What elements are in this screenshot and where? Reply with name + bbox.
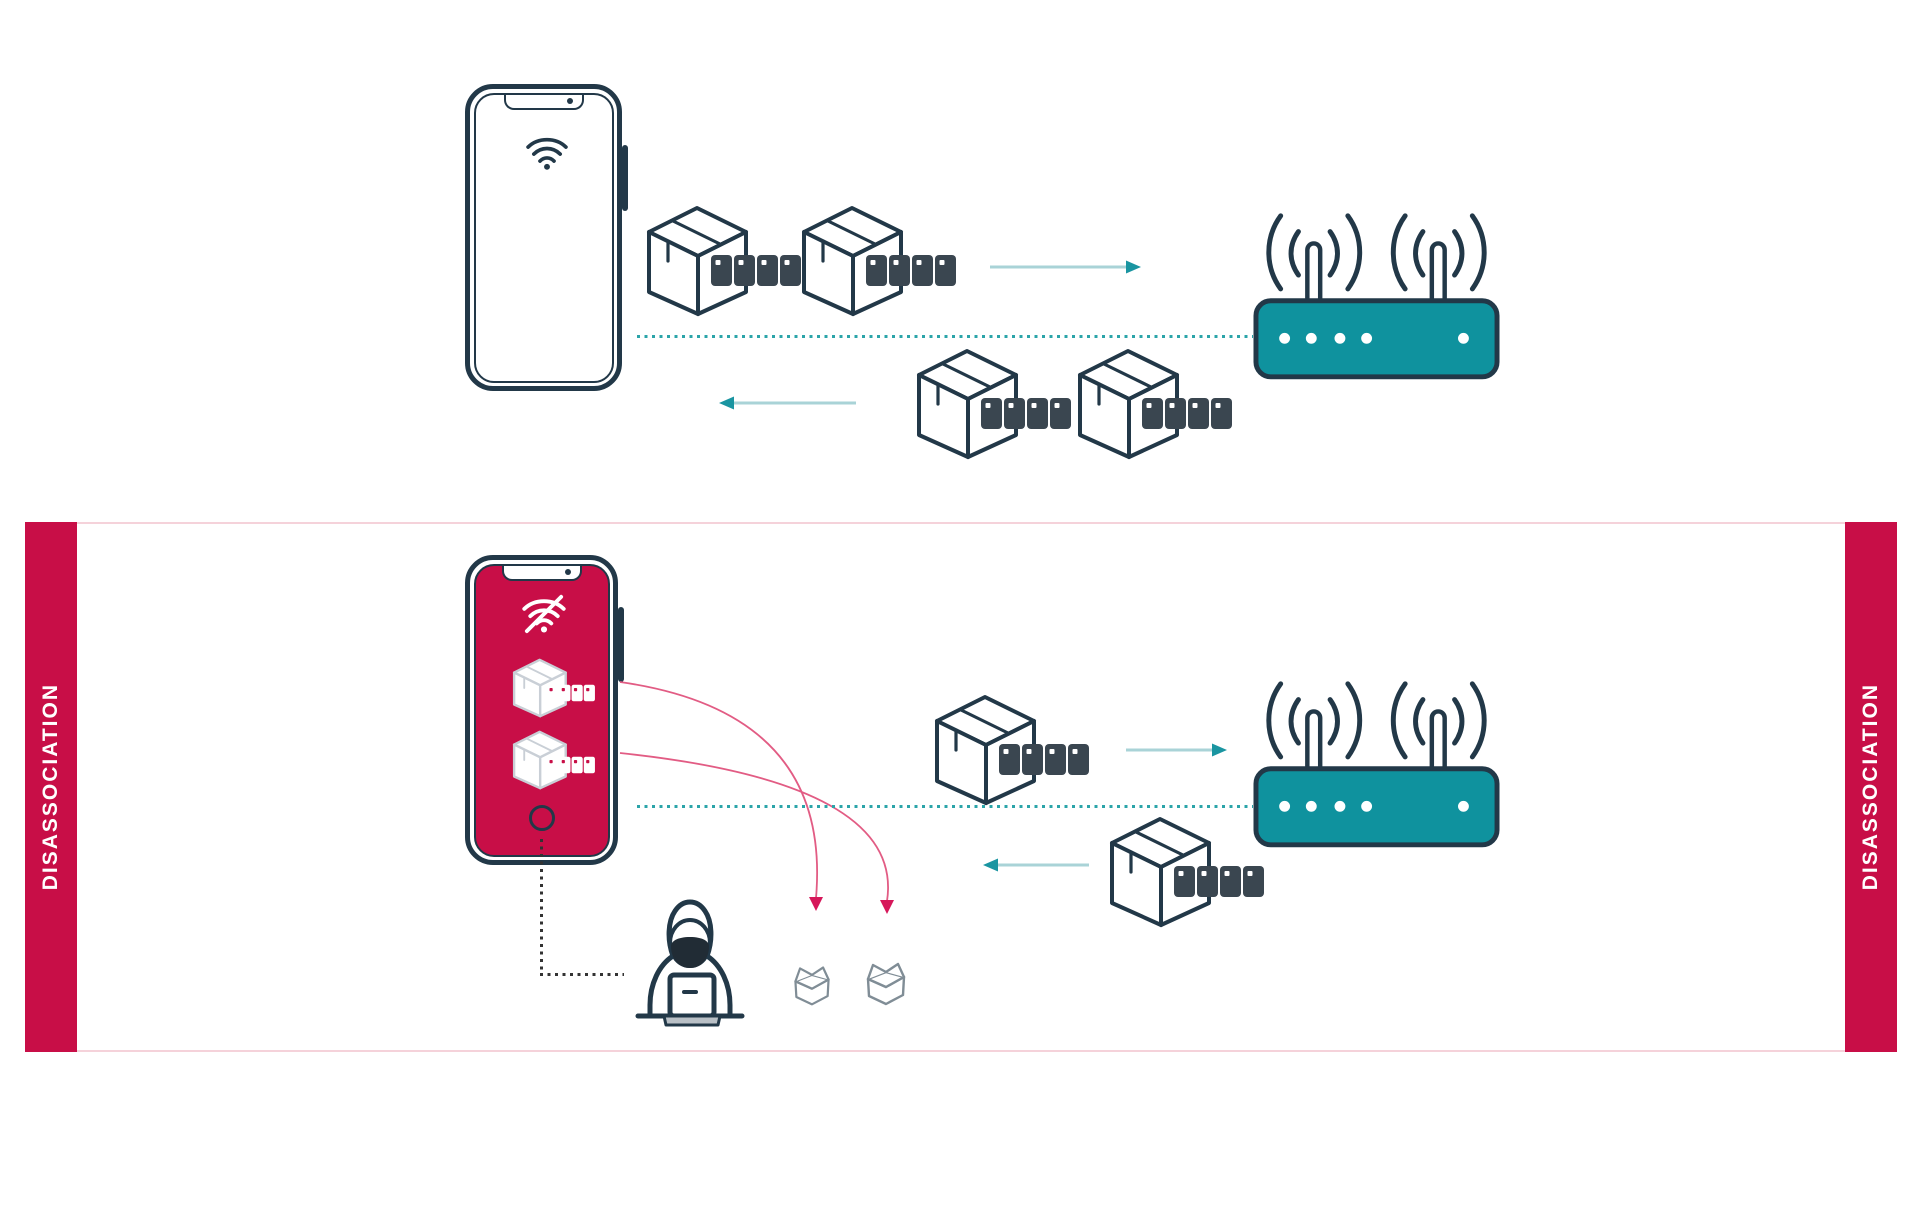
empty-box-icon — [786, 962, 838, 1008]
tracking-circle — [528, 804, 555, 831]
disassociation-label-right: DISASSOCIATION — [1859, 683, 1882, 891]
wireless-link-dotted-line — [637, 805, 1253, 808]
data-packet-icon — [1076, 348, 1234, 460]
disassociation-label-left: DISASSOCIATION — [39, 683, 62, 891]
data-packet-icon — [933, 694, 1091, 806]
phone-side-button — [622, 145, 628, 211]
phone-notch — [503, 94, 584, 110]
router-icon — [1253, 182, 1500, 380]
router-icon — [1253, 650, 1500, 848]
tap-line-vertical — [540, 839, 543, 975]
arrow-left-icon — [983, 858, 1089, 872]
wifi-slash-icon — [520, 594, 568, 634]
phone-notch — [501, 565, 582, 581]
wireless-link-dotted-line — [637, 335, 1253, 338]
arrow-right-icon — [990, 260, 1141, 274]
data-packet-icon — [645, 205, 803, 317]
data-packet-icon — [1108, 816, 1266, 928]
smartphone-disconnected — [465, 555, 624, 865]
white-packet-icon — [512, 730, 596, 790]
tap-line-horizontal — [540, 973, 624, 976]
disassociation-bar-right: DISASSOCIATION — [1845, 522, 1897, 1052]
arrow-right-icon — [1126, 743, 1227, 757]
white-packet-icon — [512, 658, 596, 718]
hacker-icon — [634, 899, 746, 1029]
wifi-icon — [524, 133, 570, 171]
smartphone-connected — [465, 84, 628, 391]
empty-box-icon — [858, 958, 914, 1008]
arrow-left-icon — [719, 396, 856, 410]
phone-camera-dot — [566, 97, 573, 104]
phone-side-button — [618, 607, 624, 682]
normal-panel — [0, 0, 1920, 520]
phone-camera-dot — [564, 568, 571, 575]
disassociation-bar-left: DISASSOCIATION — [25, 522, 77, 1052]
data-packet-icon — [915, 348, 1073, 460]
data-packet-icon — [800, 205, 958, 317]
